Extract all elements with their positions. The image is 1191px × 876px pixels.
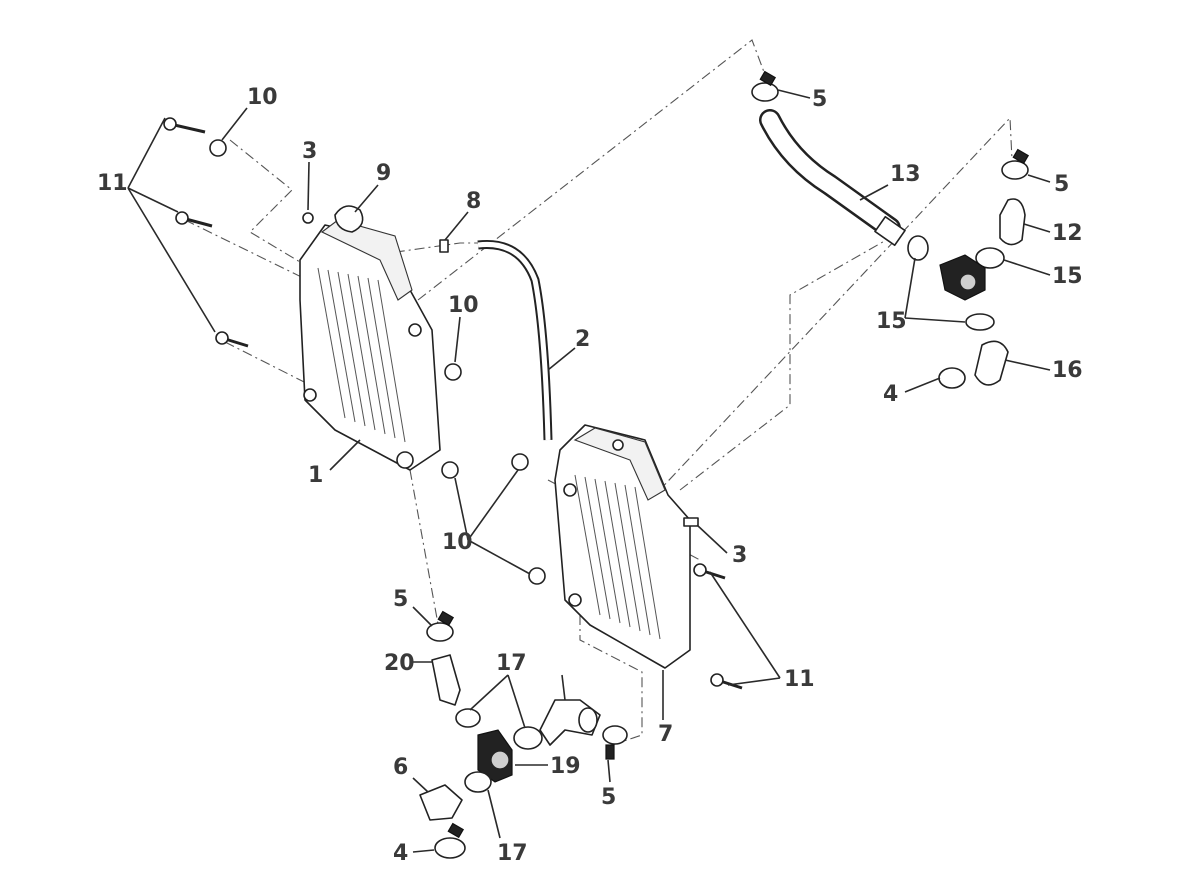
lower-elbow xyxy=(539,699,601,746)
callout-5-top: 5 xyxy=(812,87,827,112)
callout-4-lower: 4 xyxy=(393,841,408,866)
callout-9: 9 xyxy=(376,161,391,186)
callout-5-right: 5 xyxy=(1054,172,1069,197)
callout-10-mid: 10 xyxy=(448,293,479,318)
callout-2: 2 xyxy=(575,327,590,352)
callout-6: 6 xyxy=(393,755,408,780)
callout-1: 1 xyxy=(308,463,323,488)
hose-clamps xyxy=(426,70,1030,760)
callout-4-right: 4 xyxy=(883,382,898,407)
callout-8: 8 xyxy=(466,189,481,214)
callout-labels: 11 10 3 9 8 10 1 2 10 5 13 5 12 15 15 16… xyxy=(97,85,1083,866)
callout-15-right: 15 xyxy=(1052,264,1083,289)
small-parts xyxy=(163,117,743,690)
leader-lines xyxy=(127,89,1051,853)
left-radiator xyxy=(299,205,441,471)
callout-17-lower: 17 xyxy=(497,841,528,866)
callout-16: 16 xyxy=(1052,358,1083,383)
callout-11-right: 11 xyxy=(784,667,815,692)
callout-18: 19 xyxy=(550,754,581,779)
overflow-hose xyxy=(477,239,553,441)
callout-10-lower: 10 xyxy=(442,530,473,555)
callout-19: 20 xyxy=(384,651,415,676)
callout-15-left: 15 xyxy=(876,309,907,334)
callout-3-right: 3 xyxy=(732,543,747,568)
callout-5-lower-right: 5 xyxy=(601,785,616,810)
upper-hose xyxy=(759,109,906,247)
callout-5-lower-left: 5 xyxy=(393,587,408,612)
callout-10-top: 10 xyxy=(247,85,278,110)
callout-7: 7 xyxy=(658,722,673,747)
right-radiator xyxy=(554,424,691,669)
callout-17-top: 17 xyxy=(496,651,527,676)
right-fittings xyxy=(907,198,1026,389)
callout-12: 12 xyxy=(1052,221,1083,246)
lower-fittings xyxy=(419,654,543,859)
callout-13: 13 xyxy=(890,162,921,187)
callout-3-top: 3 xyxy=(302,139,317,164)
callout-11-left: 11 xyxy=(97,171,128,196)
